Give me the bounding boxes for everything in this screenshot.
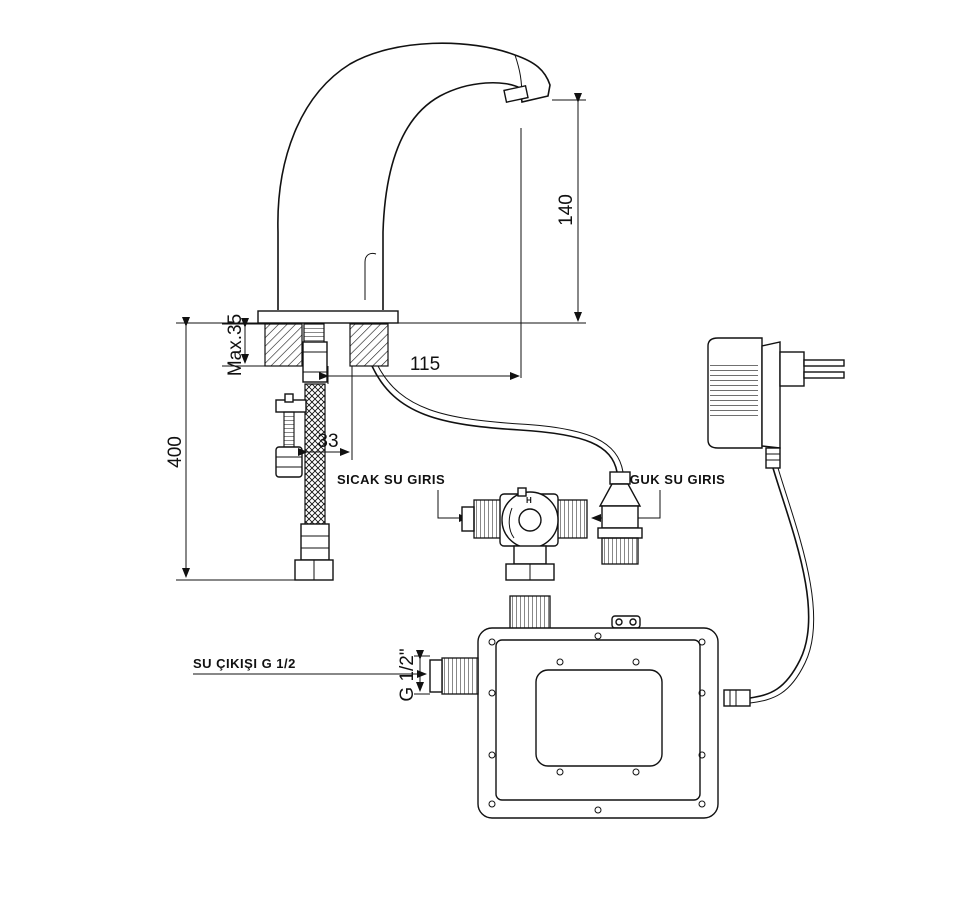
mounting-nut bbox=[275, 446, 303, 478]
counter-section-left bbox=[264, 323, 303, 367]
adapter-cable bbox=[749, 467, 810, 699]
braided-hose bbox=[304, 383, 326, 525]
faucet bbox=[257, 42, 624, 581]
dimensions: 140 Max.35 115 400 33 bbox=[165, 93, 586, 581]
mixing-valve: SICAK SU GIRIS SOGUK SU GIRIS H bbox=[337, 471, 725, 581]
cold-inlet-thread bbox=[556, 499, 588, 539]
sensor-cable bbox=[371, 365, 618, 473]
label-water-outlet: SU ÇIKIŞI G 1/2 bbox=[193, 656, 296, 671]
box-cover bbox=[535, 669, 663, 767]
spout-body bbox=[277, 42, 551, 310]
adapter-jack bbox=[723, 689, 751, 707]
valve-mark: H bbox=[526, 496, 532, 505]
adapter-plug-pin-top bbox=[803, 359, 845, 367]
mounting-bolt bbox=[283, 411, 295, 448]
label-hot-inlet: SICAK SU GIRIS bbox=[337, 472, 445, 487]
adapter-plug-pin-bottom bbox=[803, 371, 845, 379]
dim-spout-height: 140 bbox=[556, 194, 577, 226]
dim-height-total: 400 bbox=[165, 436, 186, 468]
box-side-outlet bbox=[441, 657, 479, 695]
control-box: SU ÇIKIŞI G 1/2 G 1/2" bbox=[193, 595, 719, 819]
dim-max-thickness: Max.35 bbox=[225, 314, 246, 376]
spout-nozzle bbox=[503, 85, 529, 103]
dim-hose-offset: 33 bbox=[317, 431, 338, 452]
box-top-inlet bbox=[509, 595, 551, 631]
adapter-vents bbox=[710, 365, 758, 417]
dim-reach: 115 bbox=[410, 354, 440, 375]
counter-section-right bbox=[349, 323, 389, 367]
faucet-base-plate bbox=[257, 310, 399, 324]
hot-inlet-thread bbox=[473, 499, 503, 539]
cold-inlet-connector bbox=[601, 537, 639, 565]
label-cold-inlet: SOGUK SU GIRIS bbox=[610, 472, 725, 487]
dim-outlet-thread: G 1/2" bbox=[397, 648, 418, 701]
power-adapter bbox=[707, 337, 845, 707]
